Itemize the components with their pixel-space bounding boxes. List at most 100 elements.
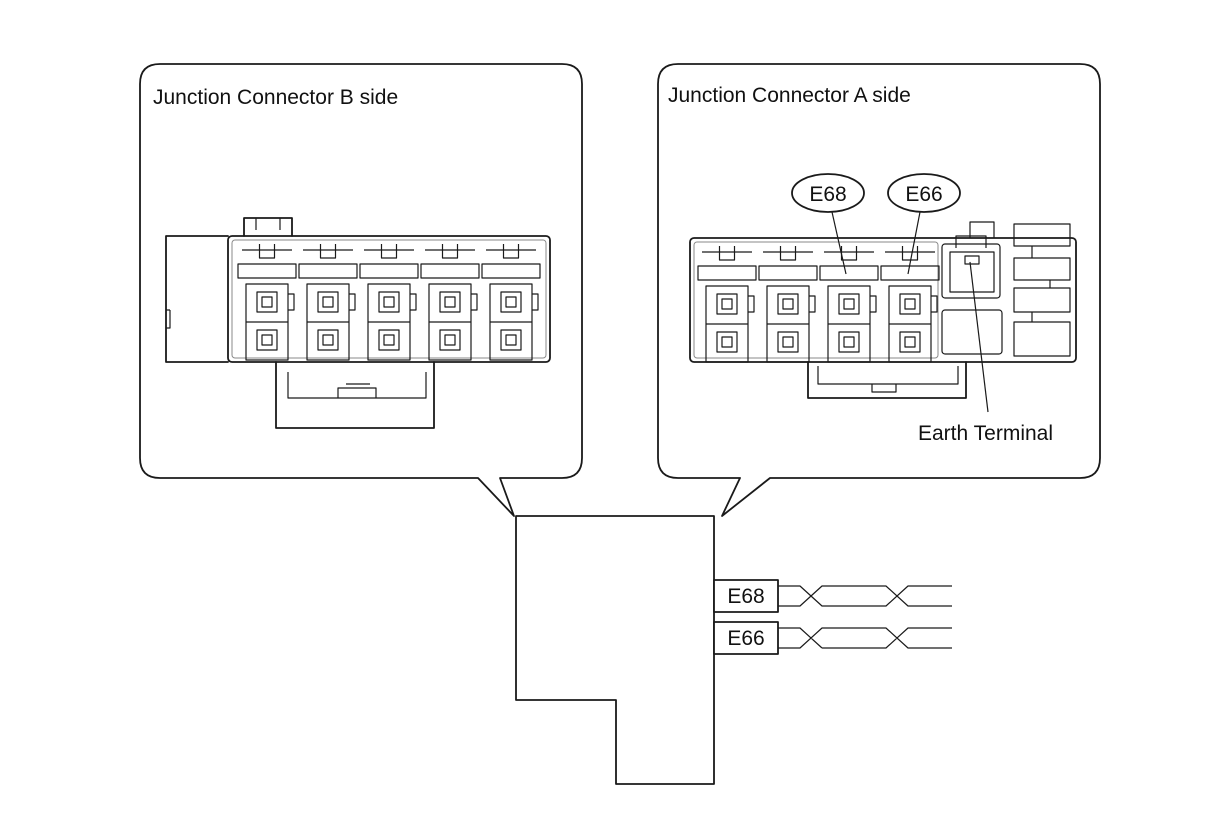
connector-b-terminal-inner bbox=[322, 334, 334, 346]
connector-b-terminal-inner bbox=[505, 334, 517, 346]
connector-b-top-latch bbox=[243, 217, 293, 237]
connector-b-cavity-latch bbox=[303, 244, 353, 259]
earth-terminal-housing bbox=[941, 243, 1001, 299]
connector-b-lock-detail bbox=[287, 372, 427, 399]
side-slot-3 bbox=[1013, 287, 1071, 313]
earth-terminal-lower-block bbox=[941, 309, 1003, 355]
connector-a-cavity-notch bbox=[870, 295, 877, 313]
pin-label-oval-e66 bbox=[887, 173, 961, 213]
wire-e68: E68 bbox=[713, 579, 952, 613]
connector-b-terminal-outer bbox=[500, 329, 522, 351]
connector-b-cavity-notch bbox=[532, 293, 539, 311]
leader-line-e66 bbox=[907, 211, 921, 275]
callout-a: Junction Connector A side E68 E66 bbox=[657, 63, 1101, 517]
connector-a-terminal-outer bbox=[838, 331, 860, 353]
connector-a-cavity-column bbox=[880, 246, 940, 363]
connector-a-terminal-outer bbox=[899, 331, 921, 353]
connector-a-terminal-inner bbox=[782, 336, 794, 348]
connector-b-cavity-notch bbox=[349, 293, 356, 311]
callout-b-title: Junction Connector B side bbox=[153, 86, 398, 109]
connector-a-cavity-latch bbox=[702, 246, 752, 261]
connector-a-terminal-inner bbox=[904, 336, 916, 348]
callout-b-bubble bbox=[139, 63, 583, 517]
connector-b-cavity-latch bbox=[242, 244, 292, 259]
connector-a-terminal-inner bbox=[721, 336, 733, 348]
connector-b-terminal-inner bbox=[444, 296, 456, 308]
connector-b-bottom-lock bbox=[275, 361, 435, 429]
connector-b-inner-outline bbox=[231, 239, 547, 359]
connector-b-terminal-inner bbox=[261, 296, 273, 308]
connector-a-terminal-inner bbox=[843, 336, 855, 348]
connector-b-terminal-outer bbox=[439, 329, 461, 351]
connector-b-terminal-outer bbox=[500, 291, 522, 313]
leader-line-e68 bbox=[831, 211, 847, 275]
wire-label-e68: E68 bbox=[727, 585, 764, 608]
earth-terminal-label: Earth Terminal bbox=[918, 422, 1053, 445]
side-slot-links bbox=[1031, 246, 1051, 322]
connector-b-cavity-notch bbox=[410, 293, 417, 311]
connector-a-terminal-outer bbox=[777, 293, 799, 315]
connector-a-terminal-outer bbox=[899, 293, 921, 315]
connector-a-terminal-inner bbox=[721, 298, 733, 310]
connector-a-cavity-rib bbox=[819, 265, 879, 281]
connector-a-top-tab bbox=[969, 221, 995, 238]
connector-a-cavity-rib bbox=[697, 265, 757, 281]
connector-b-terminal-inner bbox=[261, 334, 273, 346]
side-slot-1 bbox=[1013, 223, 1071, 247]
pin-label-e68: E68 bbox=[809, 183, 846, 206]
connector-a-terminal-inner bbox=[782, 298, 794, 310]
earth-terminal-frame bbox=[949, 235, 995, 293]
connector-b-cavity-column bbox=[237, 244, 297, 361]
side-slot-4 bbox=[1013, 321, 1071, 357]
connector-b-cavity-rib bbox=[420, 263, 480, 279]
connector-a-cavity-notch bbox=[809, 295, 816, 313]
connector-b-terminal-outer bbox=[439, 291, 461, 313]
callout-a-title: Junction Connector A side bbox=[668, 84, 911, 107]
connector-b-cavity-column bbox=[420, 244, 480, 361]
connector-a-cavity-notch bbox=[748, 295, 755, 313]
connector-b-latch-detail bbox=[255, 218, 281, 230]
junction-block-body bbox=[515, 515, 715, 785]
connector-b-cavity-latch bbox=[364, 244, 414, 259]
wire-tag-e68 bbox=[713, 579, 779, 613]
wire-label-e66: E66 bbox=[727, 627, 764, 650]
connector-b-cavity-rib bbox=[359, 263, 419, 279]
connector-a-cavity-column bbox=[758, 246, 818, 363]
connector-b-left-tab bbox=[166, 309, 171, 329]
wire-e66: E66 bbox=[713, 621, 952, 655]
pin-label-oval-e68 bbox=[791, 173, 865, 213]
connector-b-terminal-outer bbox=[256, 329, 278, 351]
connector-b-cavity-latch bbox=[425, 244, 475, 259]
connector-b-terminal-outer bbox=[317, 291, 339, 313]
callout-a-bubble bbox=[657, 63, 1101, 517]
connector-a-lock-detail bbox=[817, 366, 959, 393]
connector-a-main-housing bbox=[689, 237, 1077, 363]
connector-b-cavity-rib bbox=[298, 263, 358, 279]
connector-a-terminal-inner bbox=[843, 298, 855, 310]
connector-b-terminal-inner bbox=[444, 334, 456, 346]
connector-b bbox=[165, 217, 551, 429]
connector-b-terminal-inner bbox=[322, 296, 334, 308]
connector-a-cavity-rib bbox=[758, 265, 818, 281]
connector-a-cavity-notch bbox=[931, 295, 938, 313]
connector-a-terminal-outer bbox=[716, 331, 738, 353]
connector-b-terminal-outer bbox=[378, 291, 400, 313]
wire-twist-e66 bbox=[778, 627, 952, 649]
connector-a-terminal-inner bbox=[904, 298, 916, 310]
connector-a-inner-outline bbox=[693, 241, 939, 359]
connector-b-cavity-rib bbox=[237, 263, 297, 279]
connector-b-terminal-outer bbox=[317, 329, 339, 351]
wire-twist-e68 bbox=[778, 585, 952, 607]
leader-line-earth-terminal bbox=[969, 261, 989, 413]
connector-b-cavity-notch bbox=[471, 293, 478, 311]
connector-b-terminal-inner bbox=[383, 296, 395, 308]
connector-b-cavity-column bbox=[359, 244, 419, 361]
wire-tag-e66 bbox=[713, 621, 779, 655]
connector-b-terminal-inner bbox=[505, 296, 517, 308]
connector-a-terminal-outer bbox=[777, 331, 799, 353]
connector-a-cavity-latch bbox=[885, 246, 935, 261]
connector-b-cavity-column bbox=[481, 244, 541, 361]
connector-a-terminal-outer bbox=[716, 293, 738, 315]
